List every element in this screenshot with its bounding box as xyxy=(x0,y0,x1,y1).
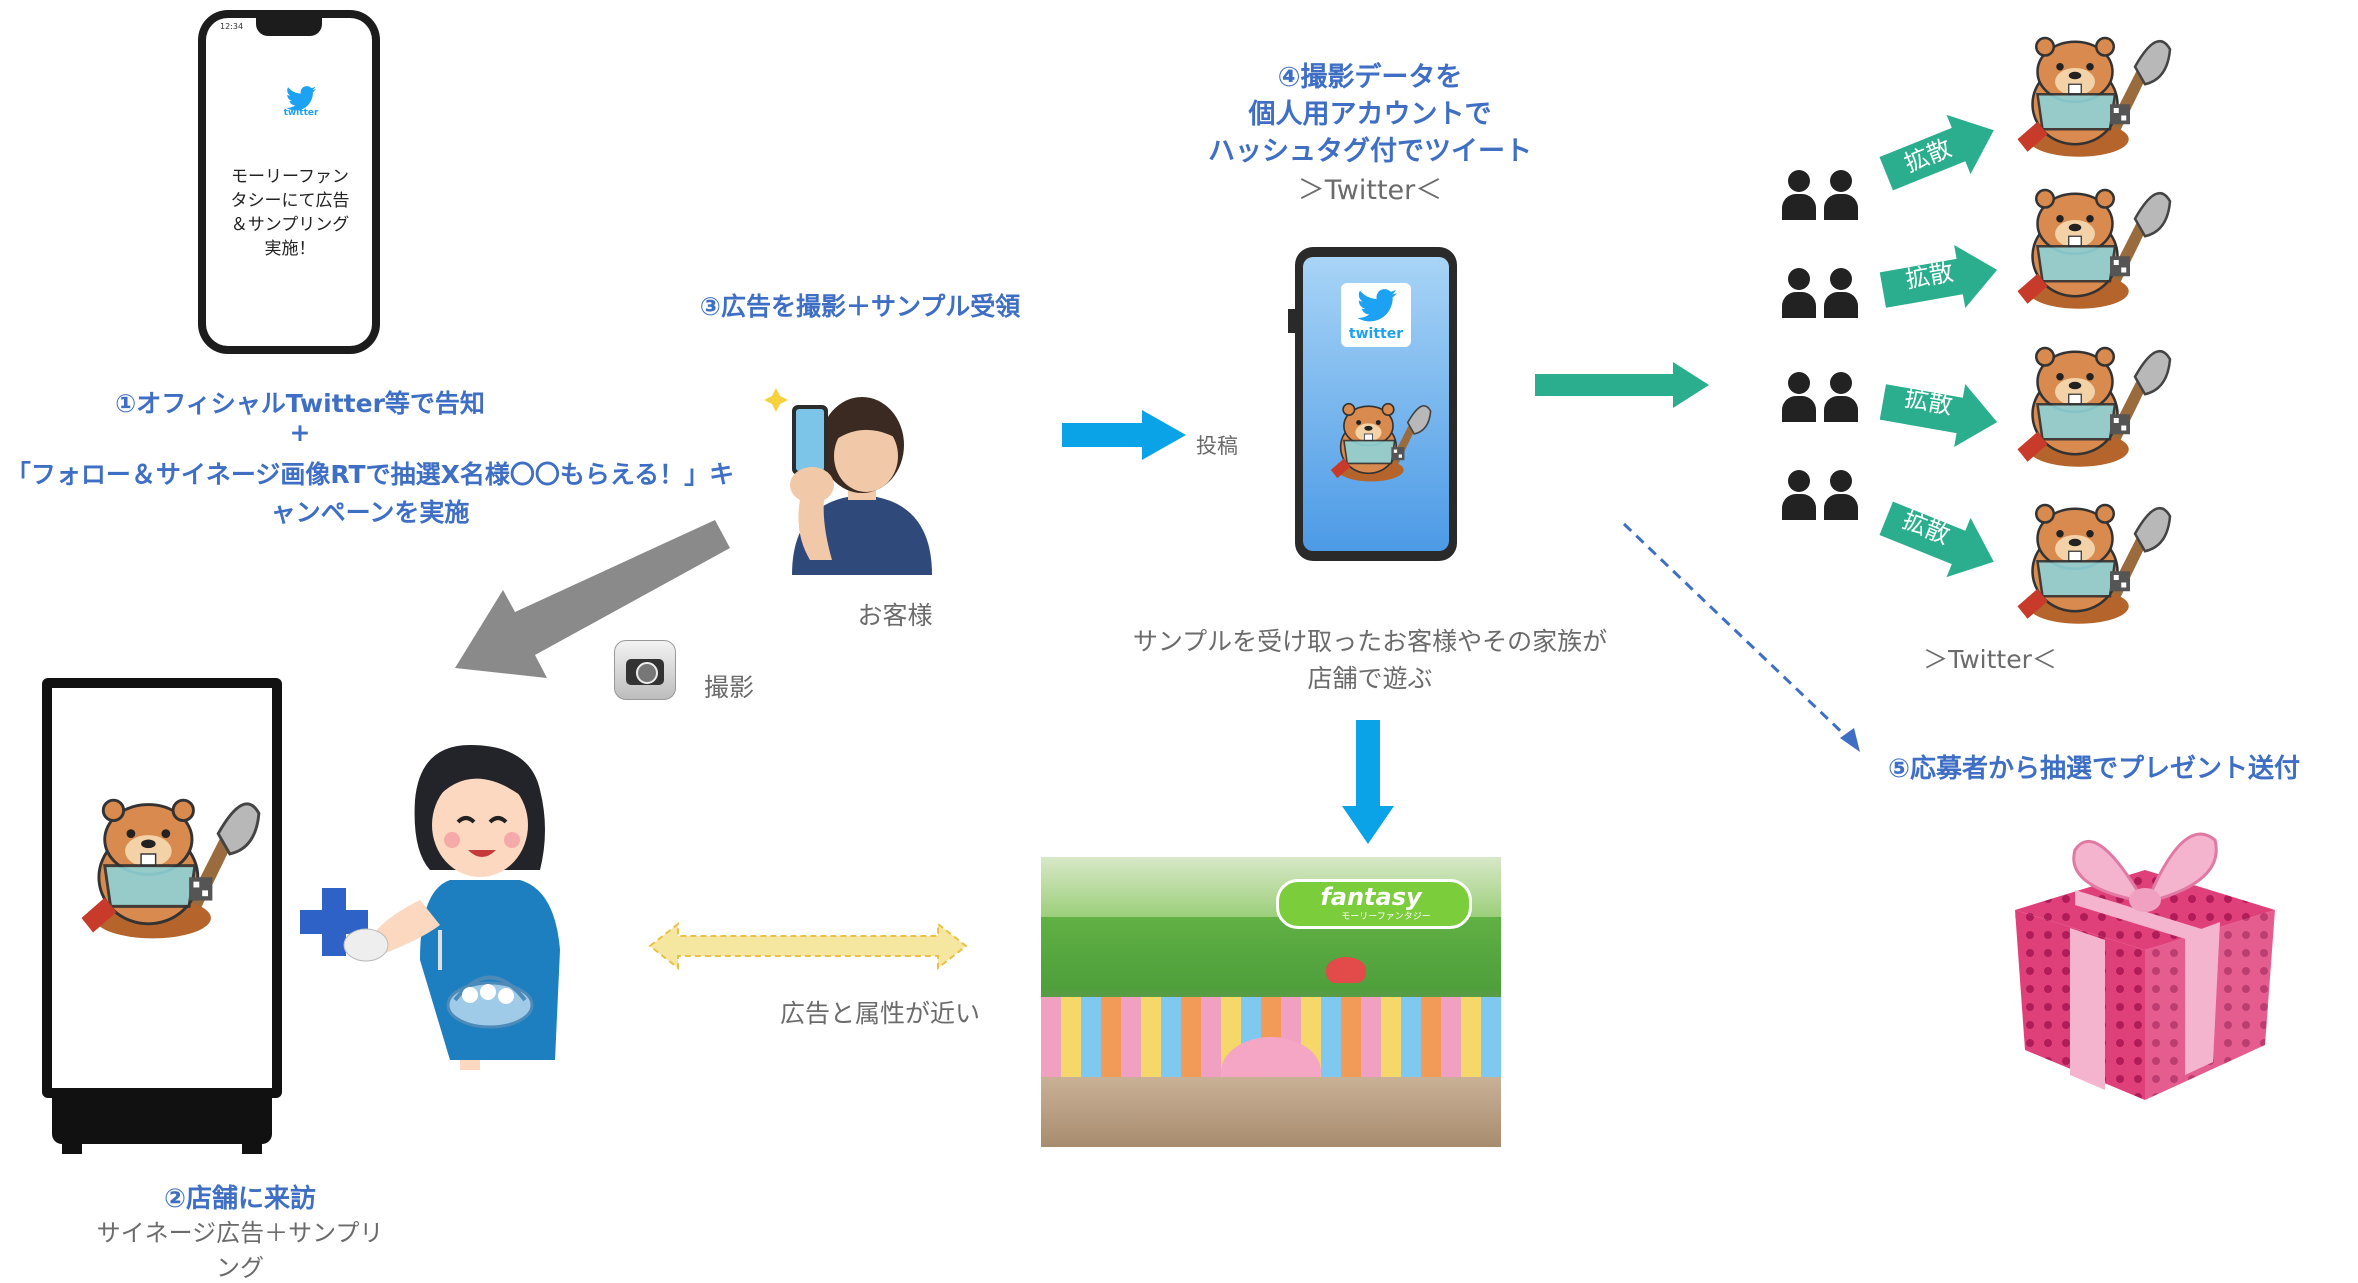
family-text-line1: サンプルを受け取ったお客様やその家族が xyxy=(1132,627,1608,656)
users-group-icon xyxy=(1782,470,1876,522)
spread-arrow xyxy=(1879,501,1994,578)
step4-title-line1: ④撮影データを xyxy=(1277,62,1463,93)
store-photo: fantasy モーリーファンタジー xyxy=(1041,857,1501,1147)
beaver-mascot-icon xyxy=(2017,346,2172,467)
shoot-arrow xyxy=(455,520,730,678)
proximity-label: 広告と属性が近い xyxy=(780,999,981,1028)
shoot-label: 撮影 xyxy=(704,673,755,702)
post-arrow xyxy=(1062,410,1186,460)
down-arrow xyxy=(1342,720,1394,844)
step1-plus: + xyxy=(289,418,311,447)
spread-arrow xyxy=(1879,114,1994,191)
store-sign-sub: モーリーファンタジー xyxy=(1341,912,1431,922)
spread-arrow xyxy=(1879,383,1998,447)
step1-campaign: 「フォロー＆サイネージ画像RTで抽選X名様〇〇もらえる！」キャンペーンを実施 xyxy=(5,460,735,527)
step2-sub: サイネージ広告＋サンプリング xyxy=(96,1219,384,1282)
step5-title: ⑤応募者から抽選でプレゼント送付 xyxy=(1888,754,2301,784)
camera-icon xyxy=(614,640,676,700)
digital-signage xyxy=(42,678,282,1098)
step3-title: ③広告を撮影＋サンプル受領 xyxy=(699,292,1021,321)
proximity-double-arrow xyxy=(648,921,968,971)
lottery-dashed-arrow xyxy=(1622,522,1860,752)
users-group-icon xyxy=(1782,372,1876,424)
spread-network: 拡散 拡散 xyxy=(1770,20,2190,640)
phone-brand-label: twitter xyxy=(1348,326,1404,342)
post-label: 投稿 xyxy=(1196,434,1238,458)
phone-announcement-text: モーリーファンタシーにて広告＆サンプリング実施！ xyxy=(230,167,350,259)
announcement-phone: 12:34 xyxy=(198,10,380,354)
users-group-icon xyxy=(1782,170,1876,222)
family-text-line2: 店舗で遊ぶ xyxy=(1307,664,1433,693)
beaver-mascot-icon xyxy=(2017,188,2172,309)
signage-stand xyxy=(52,1098,272,1144)
spread-arrow xyxy=(1879,245,1998,309)
phone-brand-label: twitter xyxy=(283,108,319,118)
spread-platform: ＞Twitter＜ xyxy=(1923,645,2057,674)
store-sign: fantasy xyxy=(1320,883,1422,911)
spread-arrow xyxy=(1535,362,1709,408)
plus-icon xyxy=(300,888,368,956)
beaver-mascot-icon xyxy=(1330,402,1432,482)
customer-illustration xyxy=(764,388,932,575)
twitter-bird-icon xyxy=(286,86,316,111)
step2-title: ②店舗に来訪 xyxy=(163,1184,316,1214)
step1-title: ①オフィシャルTwitter等で告知 xyxy=(115,389,485,418)
step4-platform: ＞Twitter＜ xyxy=(1297,175,1443,206)
beaver-mascot-icon xyxy=(81,798,261,939)
step4-title-line3: ハッシュタグ付でツイート xyxy=(1208,136,1532,167)
gift-box-icon xyxy=(2015,832,2275,1100)
beaver-mascot-icon xyxy=(2017,36,2172,157)
customer-label: お客様 xyxy=(857,601,933,630)
sampling-staff-illustration xyxy=(343,745,560,1070)
users-group-icon xyxy=(1782,268,1876,320)
step4-title-line2: 個人用アカウントで xyxy=(1248,99,1492,130)
beaver-mascot-icon xyxy=(2017,503,2172,624)
phone-status-time: 12:34 xyxy=(220,22,244,31)
twitter-bird-icon xyxy=(1357,289,1397,322)
